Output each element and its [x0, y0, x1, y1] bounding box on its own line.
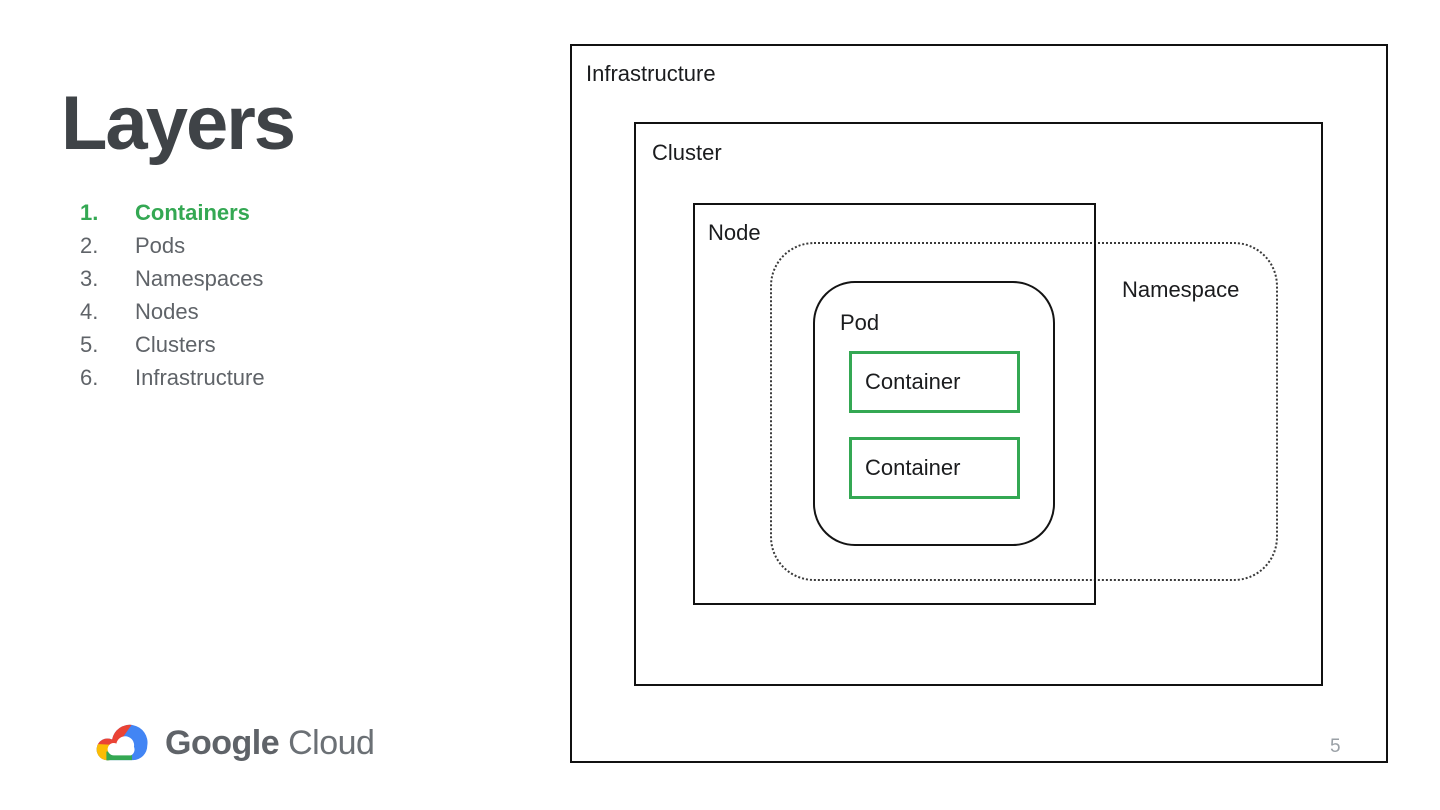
google-cloud-wordmark: Google Cloud: [165, 723, 375, 763]
list-item-label: Infrastructure: [135, 365, 265, 390]
cluster-box: Cluster: [634, 122, 1323, 686]
list-item-label: Containers: [135, 200, 250, 225]
node-label: Node: [708, 220, 761, 245]
list-item-number: 6.: [80, 365, 99, 390]
list-item-infrastructure: 6. Infrastructure: [80, 361, 265, 394]
list-item-number: 4.: [80, 299, 99, 324]
list-item-number: 5.: [80, 332, 99, 357]
container-box-1: Container: [849, 351, 1020, 413]
namespace-label: Namespace: [1122, 277, 1240, 302]
pod-box: Pod: [813, 281, 1055, 546]
logo-cloud-text: Cloud: [288, 723, 375, 762]
list-item-label: Namespaces: [135, 266, 264, 291]
pod-label: Pod: [840, 310, 880, 335]
list-item-label: Pods: [135, 233, 186, 258]
list-item-pods: 2. Pods: [80, 229, 265, 262]
list-item-number: 3.: [80, 266, 99, 291]
node-box: Node: [693, 203, 1096, 605]
layers-list: 1. Containers 2. Pods 3. Namespaces 4. N…: [80, 196, 265, 394]
google-cloud-logo: Google Cloud: [95, 718, 375, 768]
logo-google-text: Google: [165, 723, 280, 762]
container-box-2: Container: [849, 437, 1020, 499]
slide-title: Layers: [61, 81, 296, 166]
list-item-label: Nodes: [135, 299, 199, 324]
list-item-nodes: 4. Nodes: [80, 295, 265, 328]
list-item-namespaces: 3. Namespaces: [80, 262, 265, 295]
list-item-clusters: 5. Clusters: [80, 328, 265, 361]
list-item-number: 1.: [80, 200, 99, 225]
cluster-label: Cluster: [652, 140, 722, 165]
infrastructure-label: Infrastructure: [586, 61, 716, 86]
namespace-dotted-box: Namespace: [770, 242, 1278, 581]
list-item-number: 2.: [80, 233, 99, 258]
infrastructure-box: Infrastructure: [570, 44, 1388, 763]
list-item-containers: 1. Containers: [80, 196, 265, 229]
page-number: 5: [1330, 736, 1341, 757]
list-item-label: Clusters: [135, 332, 216, 357]
google-cloud-icon: [95, 720, 152, 766]
